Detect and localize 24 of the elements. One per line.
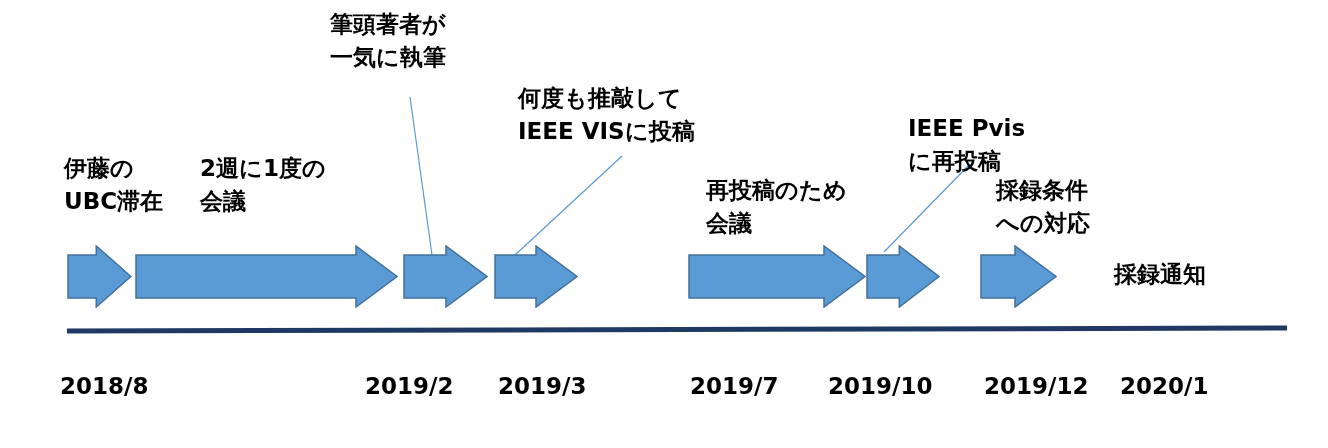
leader-line xyxy=(514,155,623,256)
date-label: 2019/12 xyxy=(984,372,1089,401)
annotation-text: IEEE Pvisに再投稿 xyxy=(908,112,1026,179)
timeline-phase-block xyxy=(67,245,132,308)
annotation-text: 筆頭著者が一気に執筆 xyxy=(330,8,452,75)
date-label: 2019/10 xyxy=(828,372,933,401)
annotation-text: 何度も推敲してIEEE VISに投稿 xyxy=(518,82,707,149)
phase-label: 再投稿のため会議 xyxy=(706,176,848,239)
date-label: 2019/7 xyxy=(690,372,779,401)
date-label: 2019/3 xyxy=(498,372,587,401)
leader-line xyxy=(409,96,433,256)
phase-label: 2週に1度の会議 xyxy=(200,154,327,217)
timeline-phase-block xyxy=(494,245,578,308)
date-label: 2020/1 xyxy=(1120,372,1209,401)
phase-label: 伊藤のUBC滞在 xyxy=(64,154,165,217)
timeline-phase-block xyxy=(403,245,488,308)
timeline-phase-block xyxy=(688,245,866,308)
timeline-phase-block xyxy=(980,245,1057,308)
timeline-phase-block xyxy=(866,245,940,308)
date-label: 2019/2 xyxy=(365,372,454,401)
timeline-phase-block xyxy=(135,245,398,308)
phase-label: 採録条件への対応 xyxy=(996,176,1091,239)
date-label: 2018/8 xyxy=(60,372,149,401)
milestone-label: 採録通知 xyxy=(1114,260,1206,289)
